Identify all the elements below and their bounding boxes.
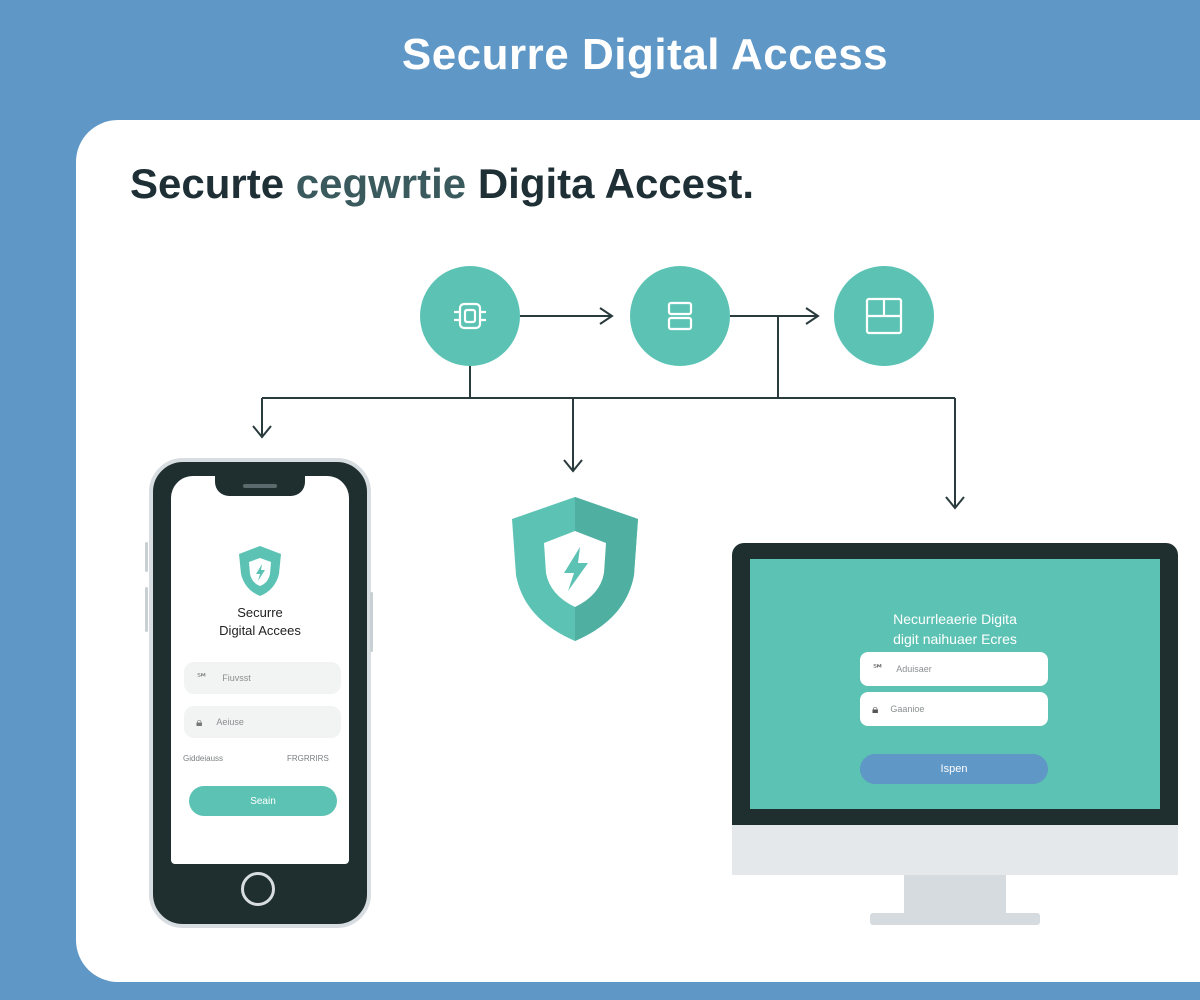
phone-side-button (370, 592, 373, 652)
monitor-stand (904, 875, 1006, 913)
phone-home-button[interactable] (241, 872, 275, 906)
banner-title: Securre Digital Access (401, 30, 889, 79)
phone-side-button (145, 542, 148, 572)
desktop-monitor: Necurrleaerie Digita digit naihuaer Ecre… (732, 543, 1178, 825)
flow-node-2 (630, 266, 730, 366)
phone-title: Securre Digital Accees (219, 605, 301, 638)
monitor-username-field[interactable]: ℠ Aduisaer (860, 652, 1048, 686)
flow-node-3 (834, 266, 934, 366)
arrowhead-monitor (945, 496, 965, 510)
monitor-chin (732, 825, 1178, 875)
flow-node-1 (420, 266, 520, 366)
arrowhead-shield (563, 459, 583, 473)
card-heading: Securte ϲegwrtie Digita Accest. (130, 160, 754, 208)
heading-part-3: Digita Accest. (477, 160, 755, 207)
arrowhead-phone (252, 425, 272, 439)
phone-side-button (145, 587, 148, 632)
phone-forgot-link[interactable]: Giddeiauss (183, 754, 224, 763)
lock-icon: 🔒︎ (872, 701, 879, 716)
shield-icon (239, 546, 281, 596)
user-icon: ℠ (196, 671, 209, 685)
lock-icon: 🔒︎ (196, 714, 203, 729)
heading-part-1: Securte (130, 160, 285, 207)
phone-notch (215, 476, 305, 496)
arrowhead-node3 (805, 307, 820, 325)
monitor-base (870, 913, 1040, 925)
phone-password-field[interactable]: 🔒︎ Aeiuse (184, 706, 341, 738)
security-shield-icon (512, 497, 638, 641)
arrowhead-node2 (599, 307, 614, 325)
phone-signup-link[interactable]: FRGRRIRS (287, 754, 329, 763)
monitor-password-field[interactable]: 🔒︎ Gaanioe (860, 692, 1048, 726)
user-icon: ℠ (872, 662, 885, 676)
monitor-screen: Necurrleaerie Digita digit naihuaer Ecre… (750, 559, 1160, 809)
key-scan-icon (454, 302, 486, 330)
monitor-submit-button[interactable]: Ispen (860, 754, 1048, 784)
grid-panel-icon (865, 297, 903, 335)
phone-screen: Securre Digital Accees ℠ Fiuvsst 🔒︎ Aeiu… (171, 476, 349, 864)
phone-username-field[interactable]: ℠ Fiuvsst (184, 662, 341, 694)
phone-submit-button[interactable]: Seain (189, 786, 337, 816)
monitor-title: Necurrleaerie Digita digit naihuaer Ecre… (893, 611, 1017, 647)
heading-part-2: ϲegwrtie (295, 160, 467, 207)
mobile-phone: Securre Digital Accees ℠ Fiuvsst 🔒︎ Aeiu… (145, 458, 373, 928)
database-icon (667, 301, 693, 331)
